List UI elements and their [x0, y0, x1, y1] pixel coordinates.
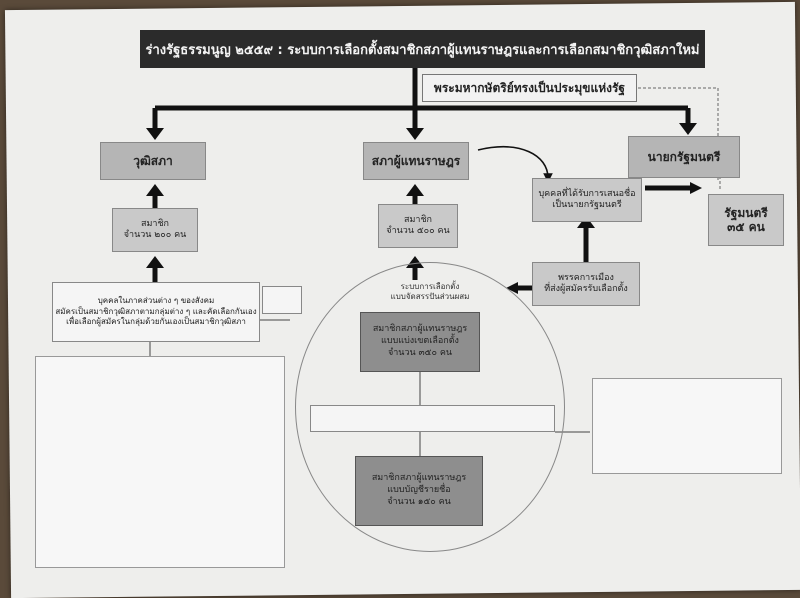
allocation-note-box: [310, 405, 555, 432]
party-list-line3: จำนวน ๑๕๐ คน: [387, 496, 451, 507]
party-list-mps-box: สมาชิกสภาผู้แทนราษฎร แบบบัญชีรายชื่อ จำน…: [355, 456, 483, 526]
king-box: พระมหากษัตริย์ทรงเป็นประมุขแห่งรัฐ: [422, 74, 637, 102]
senate-groups-line3: เพื่อเลือกผู้สมัครในกลุ่มด้วยกันเองเป็นส…: [66, 317, 246, 327]
senate-box: วุฒิสภา: [100, 142, 206, 180]
small-note-box: [262, 286, 302, 314]
constituency-line3: จำนวน ๓๕๐ คน: [387, 347, 453, 358]
senate-group-list: [35, 356, 285, 568]
parties-box: พรรคการเมือง ที่ส่งผู้สมัครรับเลือกตั้ง: [532, 262, 640, 306]
house-members-box: สมาชิก จำนวน ๕๐๐ คน: [378, 204, 458, 248]
house-members-label: สมาชิก: [403, 215, 433, 226]
senate-groups-line1: บุคคลในภาคส่วนต่าง ๆ ของสังคม: [97, 296, 215, 306]
house-box: สภาผู้แทนราษฎร: [363, 142, 469, 180]
parties-line1: พรรคการเมือง: [558, 273, 614, 284]
pm-candidates-box: บุคคลที่ได้รับการเสนอชื่อ เป็นนายกรัฐมนต…: [532, 178, 642, 222]
constituency-mps-box: สมาชิกสภาผู้แทนราษฎร แบบแบ่งเขตเลือกตั้ง…: [360, 312, 480, 372]
senate-groups-box: บุคคลในภาคส่วนต่าง ๆ ของสังคม สมัครเป็นส…: [52, 282, 260, 342]
house-members-count: จำนวน ๕๐๐ คน: [386, 226, 450, 236]
party-list-line1: สมาชิกสภาผู้แทนราษฎร: [371, 473, 467, 484]
senate-members-count: จำนวน ๒๐๐ คน: [123, 230, 187, 240]
parties-line2: ที่ส่งผู้สมัครรับเลือกตั้ง: [544, 284, 628, 294]
election-system-line1: ระบบการเลือกตั้ง: [400, 282, 460, 291]
diagram-title: ร่างรัฐธรรมนูญ ๒๕๕๙ : ระบบการเลือกตั้งสม…: [140, 30, 705, 68]
senate-members-label: สมาชิก: [140, 219, 170, 230]
ministers-label: รัฐมนตรี: [724, 205, 768, 220]
ministers-count: ๓๕ คน: [727, 220, 765, 234]
ministers-box: รัฐมนตรี ๓๕ คน: [708, 194, 784, 246]
house-vote-note: [475, 160, 535, 180]
party-proposal-note: [510, 236, 620, 248]
pm-candidates-line2: เป็นนายกรัฐมนตรี: [552, 200, 622, 210]
election-system-label: ระบบการเลือกตั้ง แบบจัดสรรปันส่วนผสม: [380, 282, 480, 303]
election-system-circle: [295, 262, 565, 552]
top-distribution-lines: [152, 68, 691, 130]
election-system-line2: แบบจัดสรรปันส่วนผสม: [390, 292, 470, 302]
prime-minister-box: นายกรัฐมนตรี: [628, 136, 740, 178]
senate-groups-line2: สมัครเป็นสมาชิกวุฒิสภาตามกลุ่มต่าง ๆ และ…: [55, 306, 257, 316]
party-list-rules-box: [592, 378, 782, 474]
senate-selection-note: [195, 252, 315, 286]
constituency-line1: สมาชิกสภาผู้แทนราษฎร: [372, 324, 468, 335]
pm-candidates-line1: บุคคลที่ได้รับการเสนอชื่อ: [538, 189, 636, 200]
constituency-line2: แบบแบ่งเขตเลือกตั้ง: [381, 336, 459, 347]
senate-members-box: สมาชิก จำนวน ๒๐๐ คน: [112, 208, 198, 252]
party-list-line2: แบบบัญชีรายชื่อ: [387, 485, 451, 496]
